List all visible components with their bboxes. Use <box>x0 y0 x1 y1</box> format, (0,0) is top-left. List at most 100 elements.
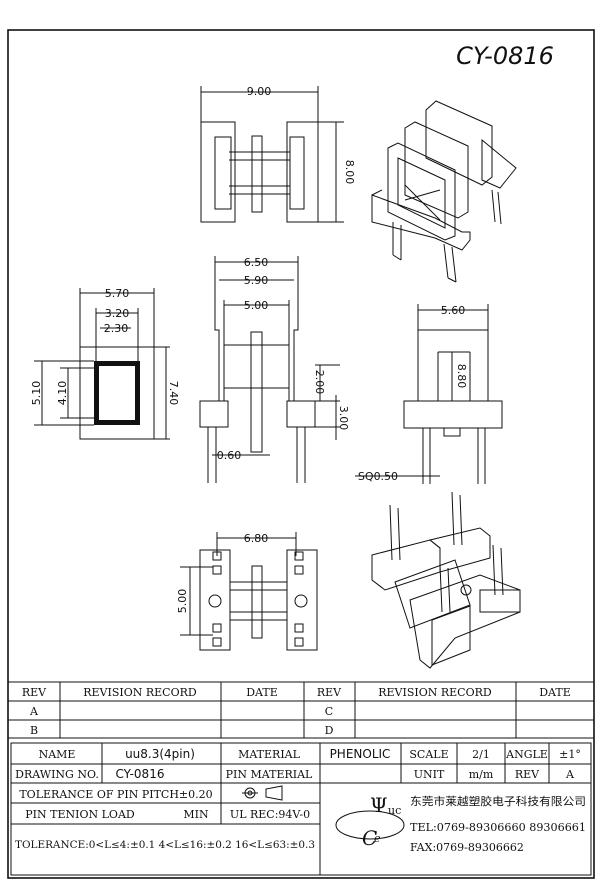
bottom-pad <box>294 623 304 633</box>
unit-label: UNIT <box>414 768 445 781</box>
bottom-pad <box>294 637 304 647</box>
rev-value: A <box>565 768 575 781</box>
iso-diagonal <box>404 189 441 201</box>
material-value: PHENOLIC <box>330 747 391 761</box>
bottom-pad <box>212 623 222 633</box>
side-outer-frame <box>79 346 155 440</box>
bottom-flange-left <box>199 549 231 651</box>
front-pin-block-left <box>199 400 229 428</box>
iso-flange-front <box>387 142 456 241</box>
scale-label: SCALE <box>409 748 448 761</box>
iso-block-top <box>428 527 491 573</box>
front-center-flange <box>250 331 263 453</box>
angle-label: ANGLE <box>505 748 548 761</box>
company-logo: C e Ψ uc <box>335 793 405 850</box>
rev-row-d: D <box>325 724 334 737</box>
iso-pin <box>443 243 449 279</box>
bottom-hole <box>294 594 308 608</box>
front-view: 6.50 5.90 5.00 2.00 3.00 0.60 <box>199 256 350 483</box>
unit-value: m/m <box>469 768 494 781</box>
svg-text:e: e <box>374 832 381 845</box>
svg-text:C: C <box>362 826 377 850</box>
pin-tension-label: PIN TENION LOAD <box>25 808 135 821</box>
iso-right-block <box>479 589 521 613</box>
drawing-no-label: DRAWING NO. <box>15 768 99 781</box>
front-pin-block-right <box>286 400 316 428</box>
rev-row-c: C <box>325 705 333 718</box>
dim-top-width: 9.00 <box>247 85 272 98</box>
dim-right-height: 8.80 <box>455 364 468 389</box>
iso-block-left <box>371 539 441 591</box>
bottom-pad <box>294 565 304 575</box>
flange-slot-left <box>214 136 232 210</box>
rev-header-left: REV <box>22 686 47 699</box>
iso-edge <box>371 189 383 196</box>
iso-back-block <box>481 138 517 189</box>
dim-side-h-total: 7.40 <box>167 381 180 406</box>
dim-side-inner: 2.30 <box>104 322 129 335</box>
iso-pin <box>491 189 496 223</box>
iso-pin <box>389 504 393 561</box>
pin-material-label: PIN MATERIAL <box>226 768 313 781</box>
bottom-center-flange <box>251 565 263 639</box>
iso-pin <box>451 491 455 546</box>
iso-view-bottom <box>371 491 521 669</box>
name-value: uu8.3(4pin) <box>125 747 195 761</box>
flange-slot-right <box>289 136 305 210</box>
flange-right <box>286 121 319 223</box>
dim-bottom-width: 6.80 <box>244 532 269 545</box>
iso-pin <box>447 277 457 283</box>
svg-text:Ψ: Ψ <box>370 793 388 817</box>
date-header-left: DATE <box>246 686 278 699</box>
dim-front-h1: 2.00 <box>313 370 326 395</box>
side-window <box>99 366 135 420</box>
right-body <box>417 329 489 402</box>
company-fax: FAX:0769-89306662 <box>410 841 524 854</box>
right-boss <box>443 427 461 437</box>
company-tel: TEL:0769-89306660 89306661 <box>410 821 586 834</box>
drawing-no-value: CY-0816 <box>116 767 165 781</box>
iso-pin <box>397 507 401 561</box>
dim-front-mid: 5.90 <box>244 274 269 287</box>
bottom-pad <box>212 551 222 561</box>
tolerance-pin-pitch: TOLERANCE OF PIN PITCH±0.20 <box>19 788 212 801</box>
ul-rec: UL REC:94V-0 <box>230 808 310 821</box>
iso-pin <box>497 191 502 225</box>
dim-front-outer: 6.50 <box>244 256 269 269</box>
rev-row-b: B <box>30 724 38 737</box>
dim-side-mid: 3.20 <box>105 307 130 320</box>
title-block: NAME uu8.3(4pin) MATERIAL PHENOLIC SCALE… <box>10 742 592 876</box>
bottom-pad <box>212 637 222 647</box>
iso-hole <box>460 584 472 596</box>
date-header-right: DATE <box>539 686 571 699</box>
iso-pin <box>447 567 451 613</box>
company-name: 东莞市莱越塑胶电子科技有限公司 <box>410 794 586 808</box>
rev-label: REV <box>515 768 540 781</box>
svg-text:uc: uc <box>388 804 401 817</box>
iso-flange-back <box>425 100 493 186</box>
flange-left <box>200 121 236 223</box>
scale-value: 2/1 <box>472 748 490 761</box>
bottom-view: 6.80 5.00 <box>176 532 318 651</box>
rev-row-a: A <box>29 705 39 718</box>
top-view: 9.00 8.00 <box>200 85 356 223</box>
dim-pin-dia: 0.60 <box>217 449 242 462</box>
iso-pin <box>392 254 402 261</box>
bottom-hole <box>208 594 222 608</box>
tolerance-line: TOLERANCE:0<L≤4:±0.1 4<L≤16:±0.2 16<L≤63… <box>15 840 315 851</box>
iso-bobbin <box>394 559 471 629</box>
iso-window <box>431 605 471 666</box>
dim-front-h2: 3.00 <box>337 406 350 431</box>
projection-symbol-icon <box>242 785 283 801</box>
iso-pin <box>459 494 463 546</box>
dim-side-h-outer: 5.10 <box>30 381 43 406</box>
revision-record-header-left: REVISION RECORD <box>83 686 197 699</box>
front-outline-left <box>214 256 220 401</box>
iso-pin <box>439 564 443 613</box>
right-base <box>403 400 503 429</box>
dim-right-width: 5.60 <box>441 304 466 317</box>
sheet-border <box>7 29 595 879</box>
iso-pin <box>451 246 457 283</box>
iso-flange-mid <box>404 121 469 219</box>
